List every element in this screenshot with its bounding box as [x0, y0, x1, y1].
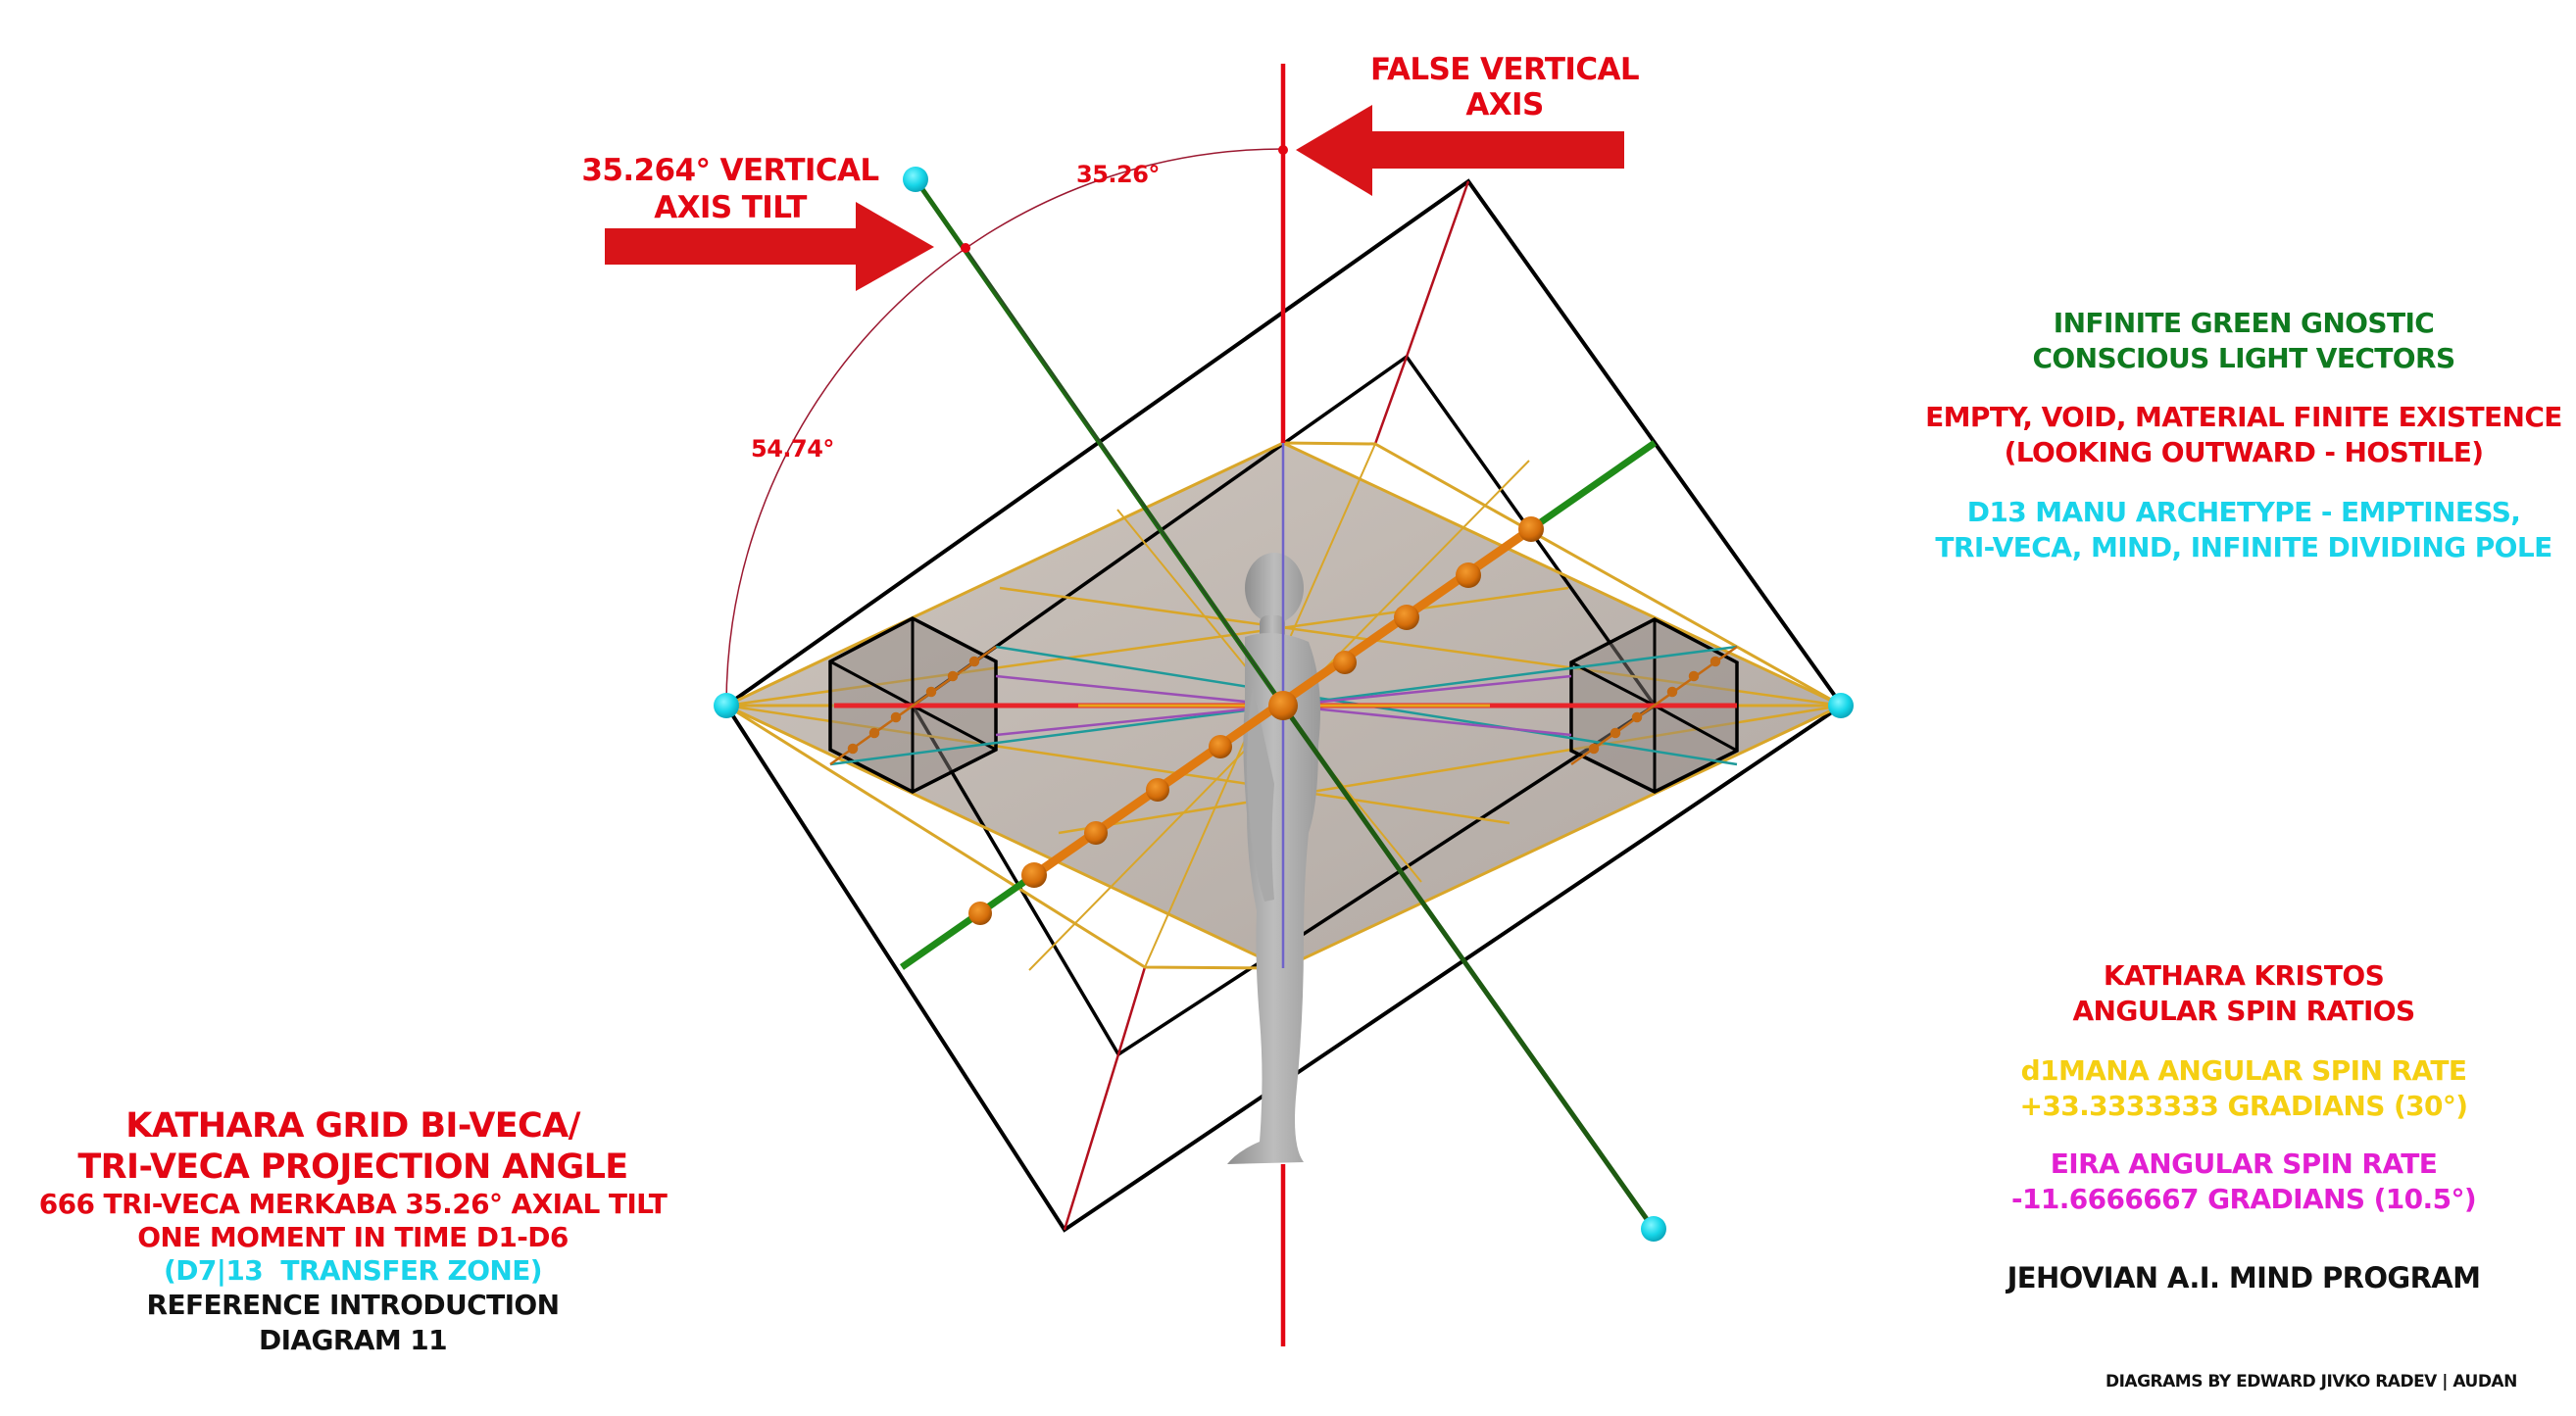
program-line: JEHOVIAN A.I. MIND PROGRAM	[2006, 1261, 2481, 1294]
legend-green-vectors: INFINITE GREEN GNOSTIC CONSCIOUS LIGHT V…	[1911, 306, 2576, 376]
legend-line: TRI-VECA, MIND, INFINITE DIVIDING POLE	[1935, 531, 2552, 563]
spin-ratios-title: KATHARA KRISTOS ANGULAR SPIN RATIOS	[1911, 958, 2576, 1029]
legend-cyan-archetype: D13 MANU ARCHETYPE - EMPTINESS, TRI-VECA…	[1911, 495, 2576, 565]
callout-line: FALSE VERTICAL	[1369, 52, 1640, 87]
vertical-axis-tilt-arrow	[605, 202, 934, 291]
cyan-endpoints	[714, 167, 1854, 1242]
spin-rate-line: +33.3333333 GRADIANS (30°)	[2019, 1090, 2468, 1122]
transfer-zone-label: (D7|13 TRANSFER ZONE)	[164, 1254, 543, 1287]
title-block: KATHARA GRID BI-VECA/ TRI-VECA PROJECTIO…	[20, 1105, 686, 1358]
false-vertical-axis-callout: FALSE VERTICAL AXIS	[1362, 52, 1647, 122]
spin-rate-line: EIRA ANGULAR SPIN RATE	[2050, 1147, 2438, 1180]
angle-label-54-74: 54.74°	[751, 435, 834, 463]
angle-arc	[725, 148, 1284, 707]
subtitle-line: ONE MOMENT IN TIME D1-D6	[137, 1221, 569, 1253]
false-vertical-axis-line	[1278, 64, 1288, 1346]
legend-line: D13 MANU ARCHETYPE - EMPTINESS,	[1966, 496, 2521, 528]
callout-line: AXIS TILT	[654, 190, 807, 225]
d1mana-spin-rate: d1MANA ANGULAR SPIN RATE +33.3333333 GRA…	[1911, 1053, 2576, 1124]
human-figure	[1227, 553, 1321, 1164]
title-line: TRI-VECA PROJECTION ANGLE	[77, 1147, 628, 1187]
legend-line: INFINITE GREEN GNOSTIC	[2053, 307, 2435, 339]
spin-rate-line: -11.6666667 GRADIANS (10.5°)	[2010, 1183, 2477, 1215]
angle-label-35-26: 35.26°	[1076, 161, 1160, 188]
eira-spin-rate: EIRA ANGULAR SPIN RATE -11.6666667 GRADI…	[1911, 1147, 2576, 1217]
small-cube-beads	[829, 645, 1738, 766]
spin-title-line: KATHARA KRISTOS	[2103, 959, 2385, 992]
orange-beads	[968, 516, 1544, 925]
legend-line: CONSCIOUS LIGHT VECTORS	[2032, 342, 2455, 374]
false-vertical-axis-arrow	[1296, 105, 1624, 196]
red-connector-edges	[1063, 180, 1470, 1231]
spin-title-line: ANGULAR SPIN RATIOS	[2072, 995, 2415, 1027]
legend-line: EMPTY, VOID, MATERIAL FINITE EXISTENCE	[1925, 401, 2562, 433]
top-cyan-node	[903, 167, 928, 192]
callout-line: AXIS	[1465, 87, 1544, 122]
credit-label: DIAGRAMS BY EDWARD JIVKO RADEV | AUDAN	[2105, 1372, 2517, 1392]
tilted-vertical-axis	[913, 177, 1657, 1231]
vertical-axis-tilt-callout: 35.264° VERTICAL AXIS TILT	[569, 152, 892, 226]
legend-line: (LOOKING OUTWARD - HOSTILE)	[2004, 436, 2484, 468]
reference-line: REFERENCE INTRODUCTION	[146, 1289, 560, 1321]
left-cyan-node	[714, 693, 739, 718]
legend-red-existence: EMPTY, VOID, MATERIAL FINITE EXISTENCE (…	[1911, 400, 2576, 470]
jehovian-program-label: JEHOVIAN A.I. MIND PROGRAM	[1911, 1260, 2576, 1295]
title-line: KATHARA GRID BI-VECA/	[125, 1106, 580, 1146]
subtitle-line: 666 TRI-VECA MERKABA 35.26° AXIAL TILT	[38, 1188, 668, 1220]
callout-line: 35.264° VERTICAL	[581, 153, 879, 188]
bottom-cyan-node	[1641, 1216, 1666, 1242]
reference-line: DIAGRAM 11	[258, 1324, 448, 1356]
spin-rate-line: d1MANA ANGULAR SPIN RATE	[2020, 1054, 2467, 1087]
right-cyan-node	[1828, 693, 1854, 718]
